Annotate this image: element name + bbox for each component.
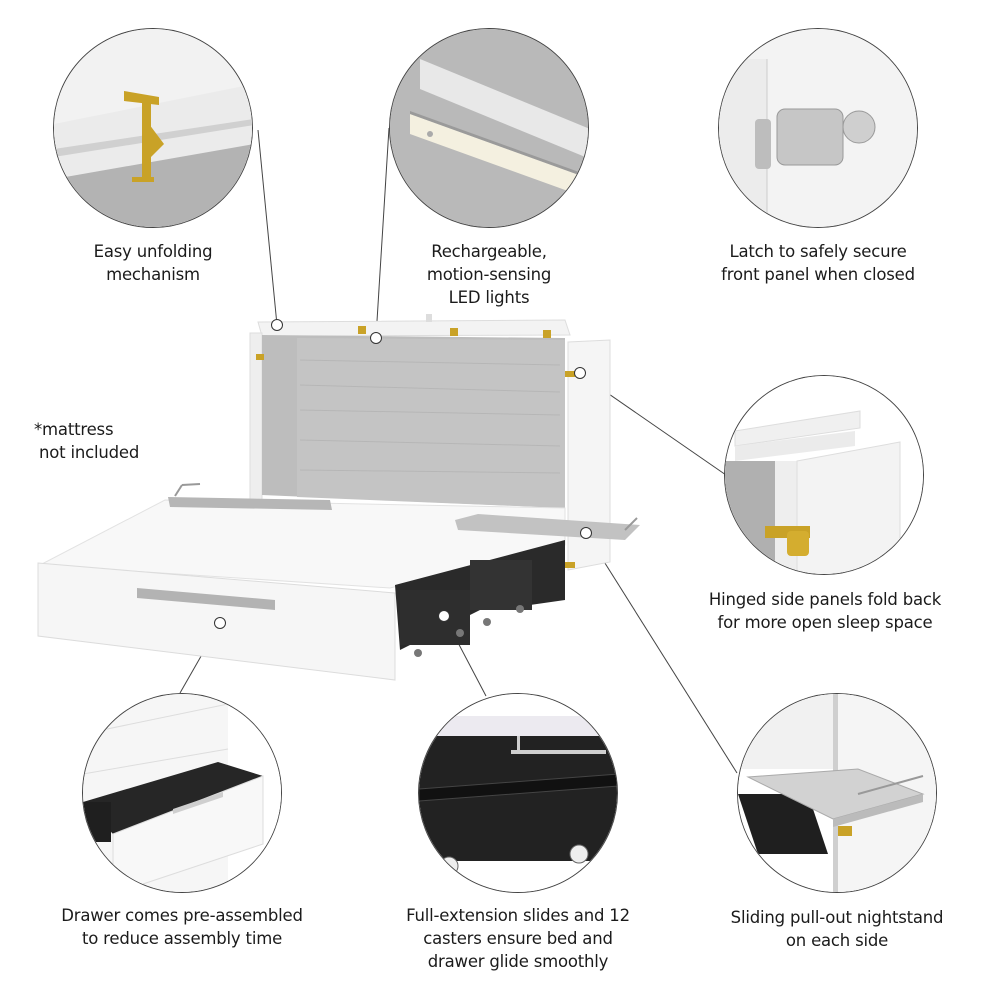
caption-line: casters ensure bed and [423,929,613,948]
caption-unfolding-mechanism: Easy unfolding mechanism [53,240,253,286]
caption-line: on each side [785,931,889,950]
note-line: not included [39,443,140,462]
detail-circle-hinged-side-panel [724,375,924,575]
detail-circle-drawer [82,693,282,893]
caption-line: Full-extension slides and 12 [406,906,630,925]
caption-line: Hinged side panels fold back [708,590,942,609]
caption-line: Rechargeable, [431,242,547,261]
note-line: *mattress [34,420,114,439]
caption-led-lights: Rechargeable, motion-sensing LED lights [389,240,589,309]
detail-circle-nightstand [737,693,937,893]
caption-line: mechanism [106,265,200,284]
caption-line: Latch to safely secure [729,242,907,261]
caption-line: Drawer comes pre-assembled [61,906,303,925]
caption-latch: Latch to safely secure front panel when … [693,240,943,286]
caption-line: front panel when closed [721,265,915,284]
caption-line: LED lights [448,288,530,307]
caption-drawer: Drawer comes pre-assembled to reduce ass… [32,904,332,950]
callout-dot-side-panel [574,367,586,379]
caption-line: Sliding pull-out nightstand [730,908,944,927]
callout-dot-nightstand [580,527,592,539]
caption-line: motion-sensing [426,265,552,284]
caption-hinged-side-panel: Hinged side panels fold back for more op… [690,588,960,634]
callout-dot-slides [438,610,450,622]
callout-dot-mechanism [271,319,283,331]
mattress-note: *mattress not included [34,418,164,464]
caption-slides-casters: Full-extension slides and 12 casters ens… [368,904,668,973]
caption-line: Easy unfolding [93,242,213,261]
detail-circle-slides-casters [418,693,618,893]
callout-dot-led [370,332,382,344]
caption-line: to reduce assembly time [81,929,283,948]
detail-circle-latch [718,28,918,228]
caption-line: for more open sleep space [717,613,933,632]
caption-line: drawer glide smoothly [427,952,609,971]
caption-nightstand: Sliding pull-out nightstand on each side [697,906,977,952]
detail-circle-led-lights [389,28,589,228]
callout-dot-drawer [214,617,226,629]
detail-circle-unfolding-mechanism [53,28,253,228]
